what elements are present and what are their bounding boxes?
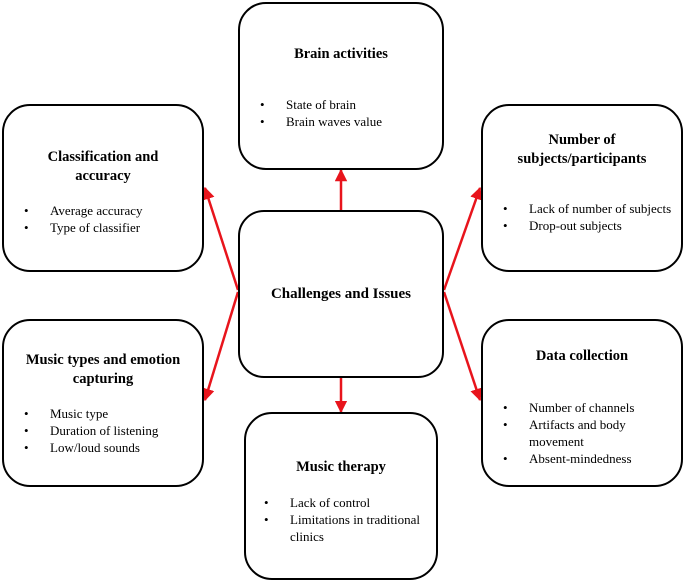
node-title: Classification and accuracy <box>47 149 159 184</box>
node-classification-accuracy: Classification and accuracy Average accu… <box>2 104 204 272</box>
node-items: Lack of control Limitations in tradition… <box>264 494 424 545</box>
node-music-therapy: Music therapy Lack of control Limitation… <box>244 412 438 580</box>
list-item: Absent-mindedness <box>503 450 663 467</box>
node-items: Number of channels Artifacts and body mo… <box>503 399 663 467</box>
node-music-types: Music types and emotion capturing Music … <box>2 319 204 487</box>
node-items: Lack of number of subjects Drop-out subj… <box>503 200 673 234</box>
node-items: Average accuracy Type of classifier <box>24 202 194 236</box>
node-title: Data collection <box>535 348 629 364</box>
list-item: Drop-out subjects <box>503 217 673 234</box>
arrow-to-subjects <box>442 186 483 291</box>
arrow-to-music-types <box>202 291 240 402</box>
list-item: Type of classifier <box>24 219 194 236</box>
arrow-to-data-collection <box>442 291 483 402</box>
node-title: Music therapy <box>296 459 386 475</box>
node-items: Music type Duration of listening Low/lou… <box>24 405 202 456</box>
list-item: Duration of listening <box>24 422 202 439</box>
node-data-collection: Data collection Number of channels Artif… <box>481 319 683 487</box>
node-title: Brain activities <box>294 46 388 62</box>
arrow-to-classification <box>202 186 240 291</box>
center-title: Challenges and Issues <box>270 285 412 302</box>
list-item: Brain waves value <box>260 113 436 130</box>
node-brain-activities: Brain activities State of brain Brain wa… <box>238 2 444 170</box>
list-item: Lack of number of subjects <box>503 200 673 217</box>
list-item: Music type <box>24 405 202 422</box>
list-item: Number of channels <box>503 399 663 416</box>
list-item: Low/loud sounds <box>24 439 202 456</box>
list-item: State of brain <box>260 96 436 113</box>
list-item: Lack of control <box>264 494 424 511</box>
node-title: Number of subjects/participants <box>517 132 647 167</box>
list-item: Artifacts and body movement <box>503 416 663 450</box>
list-item: Average accuracy <box>24 202 194 219</box>
center-node: Challenges and Issues <box>238 210 444 378</box>
list-item: Limitations in traditional clinics <box>264 511 424 545</box>
node-subjects-participants: Number of subjects/participants Lack of … <box>481 104 683 272</box>
node-items: State of brain Brain waves value <box>260 96 436 130</box>
node-title: Music types and emotion capturing <box>25 352 181 387</box>
